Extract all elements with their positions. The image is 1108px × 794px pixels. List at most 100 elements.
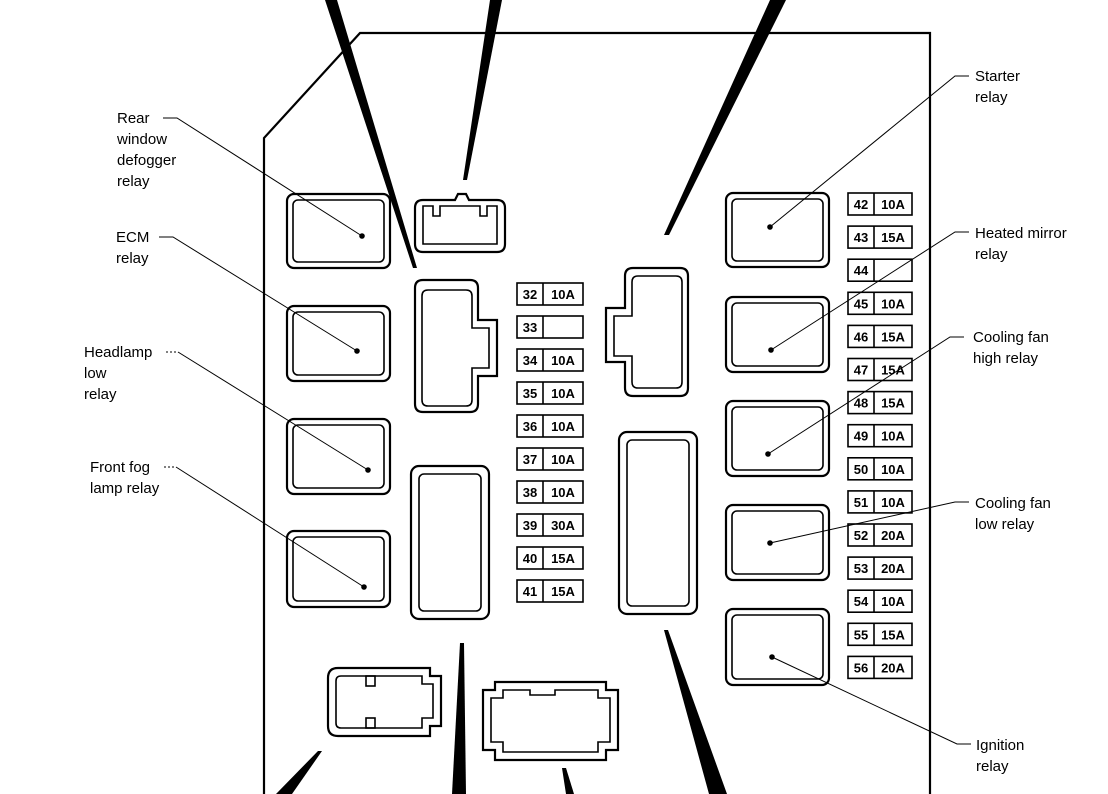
fuse-amperage: 15A bbox=[881, 627, 905, 642]
fuse-40: 40 15A bbox=[516, 546, 584, 570]
fusible-link-left bbox=[409, 464, 491, 621]
fuse-34: 34 10A bbox=[516, 348, 584, 372]
relay-cooling-fan-low bbox=[724, 503, 831, 582]
fuse-36: 36 10A bbox=[516, 414, 584, 438]
fuse-amperage: 10A bbox=[551, 353, 575, 368]
label-rear-window-defogger-relay: Rear window defogger relay bbox=[116, 110, 180, 190]
fuse-amperage: 10A bbox=[551, 386, 575, 401]
fuse-number: 41 bbox=[523, 584, 537, 599]
fuse-amperage: 10A bbox=[881, 197, 905, 212]
fuse-number: 48 bbox=[854, 396, 868, 411]
relay-front-fog-lamp bbox=[285, 529, 392, 609]
fuse-amperage: 20A bbox=[881, 660, 905, 675]
connector-spokes bbox=[276, 0, 786, 794]
fuse-number: 55 bbox=[854, 627, 868, 642]
fuse-number: 54 bbox=[854, 594, 869, 609]
fuse-number: 51 bbox=[854, 495, 868, 510]
label-heated-mirror-relay: Heated mirror relay bbox=[975, 225, 1071, 263]
fuse-number: 40 bbox=[523, 551, 537, 566]
relay-ignition bbox=[724, 607, 831, 687]
fuse-number: 42 bbox=[854, 197, 868, 212]
fuse-amperage: 10A bbox=[881, 296, 905, 311]
fuse-55: 55 15A bbox=[847, 622, 913, 647]
leader-lines bbox=[159, 75, 971, 745]
fuse-35: 35 10A bbox=[516, 381, 584, 405]
fuse-39: 39 30A bbox=[516, 513, 584, 537]
fuse-amperage: 30A bbox=[551, 518, 575, 533]
fuse-amperage: 15A bbox=[881, 363, 905, 378]
fuse-number: 33 bbox=[523, 320, 537, 335]
fuse-number: 50 bbox=[854, 462, 868, 477]
fuse-number: 52 bbox=[854, 528, 868, 543]
fuse-number: 39 bbox=[523, 518, 537, 533]
connector-bottom-left bbox=[326, 666, 443, 738]
fuse-54: 54 10A bbox=[847, 589, 913, 614]
fuse-50: 50 10A bbox=[847, 456, 913, 481]
fuse-49: 49 10A bbox=[847, 423, 913, 448]
fuse-number: 47 bbox=[854, 363, 868, 378]
fuse-number: 49 bbox=[854, 429, 868, 444]
fuse-number: 35 bbox=[523, 386, 537, 401]
fuse-amperage: 10A bbox=[551, 485, 575, 500]
fuse-number: 34 bbox=[523, 353, 538, 368]
fuse-amperage: 15A bbox=[881, 329, 905, 344]
relay-cooling-fan-high bbox=[724, 399, 831, 478]
relay-left-tall bbox=[413, 278, 499, 414]
fuse-amperage: 10A bbox=[881, 462, 905, 477]
fuse-number: 53 bbox=[854, 561, 868, 576]
fuse-52: 52 20A bbox=[847, 523, 913, 547]
fuse-amperage: 20A bbox=[881, 561, 905, 576]
fuse-amperage: 15A bbox=[551, 551, 575, 566]
label-starter-relay: Starter relay bbox=[975, 68, 1024, 106]
fuse-amperage: 10A bbox=[881, 495, 905, 510]
relay-starter bbox=[724, 191, 831, 269]
fuse-51: 51 10A bbox=[847, 490, 913, 514]
relay-center-right bbox=[604, 266, 690, 398]
fuse-number: 45 bbox=[854, 296, 868, 311]
fuse-amperage: 10A bbox=[551, 287, 575, 302]
label-front-fog-lamp-relay: Front fog lamp relay bbox=[90, 459, 160, 497]
fuse-42: 42 10A bbox=[847, 192, 913, 216]
fuse-45: 45 10A bbox=[847, 291, 913, 316]
fuse-44: 44 bbox=[847, 258, 913, 283]
fuse-number: 36 bbox=[523, 419, 537, 434]
fuse-amperage: 10A bbox=[551, 452, 575, 467]
fuse-number: 43 bbox=[854, 230, 868, 245]
fuse-number: 56 bbox=[854, 660, 868, 675]
fuse-amperage: 10A bbox=[551, 419, 575, 434]
relay-headlamp-low bbox=[285, 417, 392, 496]
relay-heated-mirror bbox=[724, 295, 831, 374]
label-ignition-relay: Ignition relay bbox=[976, 737, 1029, 775]
fuse-box-housing bbox=[262, 31, 932, 794]
fuse-43: 43 15A bbox=[847, 225, 913, 249]
fuse-38: 38 10A bbox=[516, 480, 584, 504]
relay-rear-window-defogger bbox=[285, 192, 392, 270]
fuse-amperage: 10A bbox=[881, 429, 905, 444]
fuse-amperage: 15A bbox=[881, 230, 905, 245]
fuse-amperage: 10A bbox=[881, 594, 905, 609]
fuse-number: 46 bbox=[854, 329, 868, 344]
fuse-amperage: 20A bbox=[881, 528, 905, 543]
label-headlamp-low-relay: Headlamp low relay bbox=[84, 344, 157, 403]
fuse-32: 32 10A bbox=[516, 282, 584, 306]
fuse-number: 44 bbox=[854, 263, 869, 278]
right-fuse-column: 42 10A 43 15A 44 45 10A 46 15A 47 15A 48 15A 49 10A 50 1… bbox=[847, 192, 913, 680]
fuse-53: 53 20A bbox=[847, 556, 913, 580]
fusible-link-right bbox=[617, 430, 699, 616]
fuse-46: 46 15A bbox=[847, 324, 913, 349]
fuse-amperage: 15A bbox=[551, 584, 575, 599]
relay-ecm bbox=[285, 304, 392, 383]
connector-top bbox=[413, 192, 507, 254]
label-ecm-relay: ECM relay bbox=[116, 229, 154, 267]
fuse-47: 47 15A bbox=[847, 357, 913, 382]
connector-bottom-center bbox=[481, 680, 620, 762]
fuse-number: 38 bbox=[523, 485, 537, 500]
fuse-amperage: 15A bbox=[881, 396, 905, 411]
label-cooling-fan-low-relay: Cooling fan low relay bbox=[975, 495, 1055, 533]
fuse-41: 41 15A bbox=[516, 579, 584, 603]
fuse-number: 32 bbox=[523, 287, 537, 302]
label-cooling-fan-high-relay: Cooling fan high relay bbox=[973, 329, 1053, 367]
